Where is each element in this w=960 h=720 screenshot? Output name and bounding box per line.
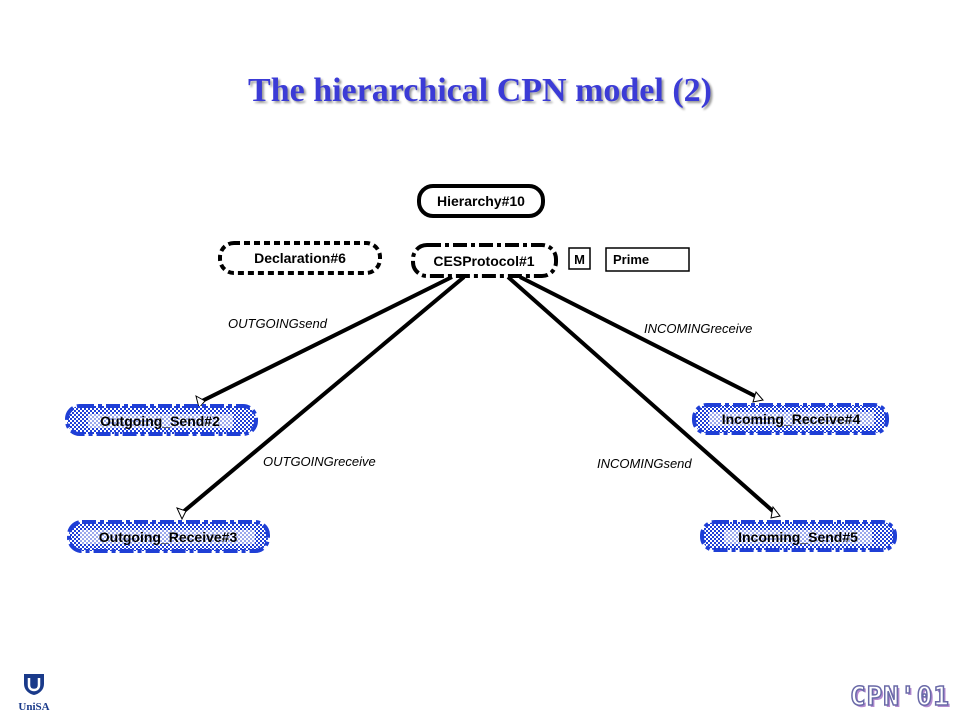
node-outgoing-receive[interactable]: Outgoing_Receive#3 [67, 520, 270, 553]
unisa-logo-text: UniSA [18, 701, 50, 713]
node-declaration-label: Declaration#6 [254, 250, 346, 266]
node-incoming-receive[interactable]: Incoming_Receive#4 [692, 403, 889, 435]
mode-box-label: M [574, 252, 585, 267]
edge-outgoing-receive [181, 275, 466, 514]
edge-incoming-receive [519, 275, 758, 399]
node-hierarchy[interactable]: Hierarchy#10 [417, 184, 545, 218]
edge-label-outgoing-send: OUTGOINGsend [228, 316, 328, 331]
edge-outgoing-send [199, 275, 453, 404]
node-ces-protocol[interactable]: CESProtocol#1 [411, 243, 558, 278]
edge-incoming-send [506, 275, 777, 515]
node-outgoing-send[interactable]: Outgoing_Send#2 [65, 404, 258, 436]
page-title: The hierarchical CPN model (2) [248, 72, 712, 109]
node-incoming-send[interactable]: Incoming_Send#5 [700, 520, 897, 552]
unisa-shield-icon [24, 674, 44, 695]
node-incoming-send-label: Incoming_Send#5 [738, 529, 858, 545]
node-hierarchy-label: Hierarchy#10 [437, 193, 525, 209]
edge-label-outgoing-receive: OUTGOINGreceive [263, 454, 376, 469]
node-incoming-receive-label: Incoming_Receive#4 [722, 411, 861, 427]
edge-label-incoming-receive: INCOMINGreceive [644, 321, 752, 336]
prime-box: Prime [605, 247, 690, 272]
node-outgoing-receive-label: Outgoing_Receive#3 [99, 529, 238, 545]
node-ces-protocol-label: CESProtocol#1 [433, 253, 534, 269]
node-outgoing-send-label: Outgoing_Send#2 [100, 413, 220, 429]
arrowhead-outgoing-receive [176, 507, 187, 521]
cpn01-logo-text: CPN'01 [849, 681, 950, 713]
arrowhead-incoming-send [770, 505, 781, 519]
edges [176, 275, 781, 521]
arrowhead-incoming-receive [752, 390, 764, 403]
edge-label-incoming-send: INCOMINGsend [597, 456, 692, 471]
unisa-logo: UniSA [14, 672, 54, 713]
node-declaration[interactable]: Declaration#6 [218, 241, 382, 275]
prime-box-label: Prime [613, 252, 649, 267]
mode-box: M [568, 247, 591, 270]
cpn01-logo: CPN'01 [849, 681, 950, 713]
